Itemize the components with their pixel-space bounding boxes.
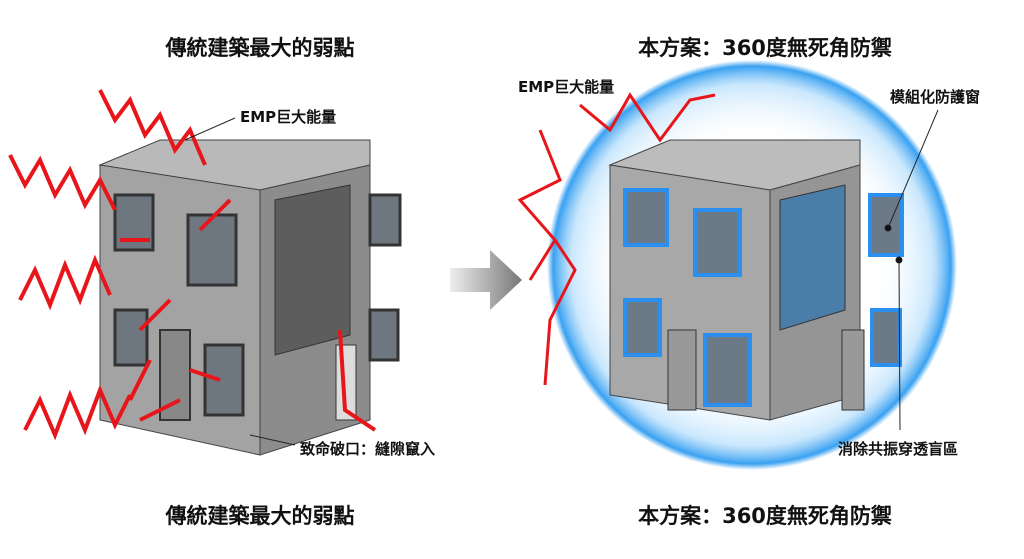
traditional-building [98, 139, 402, 456]
right-title-top: 本方案：360度無死角防禦 [638, 36, 892, 60]
emp-label-right: EMP巨大能量 [518, 78, 615, 96]
protected-building [608, 139, 904, 421]
right-leaders [884, 109, 939, 431]
emp-leader-left [184, 117, 236, 141]
window-label: 模組化防護窗 [890, 88, 981, 106]
breach-label: 致命破口：縫隙竄入 [300, 440, 436, 458]
breach-leader [249, 434, 296, 446]
right-title-bottom: 本方案：360度無死角防禦 [638, 504, 892, 528]
transition-arrow-icon [450, 250, 522, 310]
emp-waves-right [517, 92, 716, 386]
emp-label-left: EMP巨大能量 [240, 108, 337, 126]
left-title-top: 傳統建築最大的弱點 [165, 36, 355, 60]
resonance-label: 消除共振穿透盲區 [838, 440, 959, 458]
emp-waves-left [8, 89, 377, 441]
left-title-bottom: 傳統建築最大的弱點 [165, 504, 355, 528]
